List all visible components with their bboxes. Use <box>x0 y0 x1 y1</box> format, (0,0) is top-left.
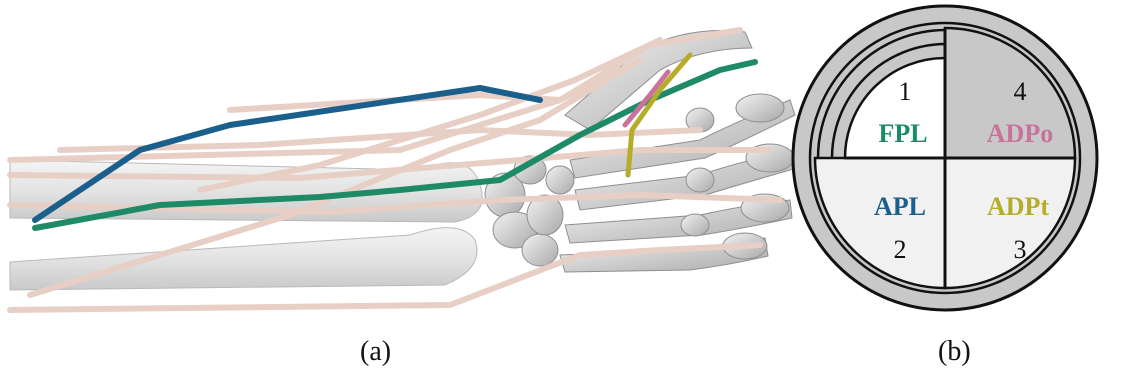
quadrant-2 <box>815 158 945 288</box>
quadrant-4-muscle: ADPo <box>987 119 1053 148</box>
knuckle <box>736 94 784 122</box>
quadrant-1-number: 1 <box>899 77 912 106</box>
quadrant-3-muscle: ADPt <box>987 192 1049 221</box>
carpal-bone <box>522 234 558 266</box>
panel-a-hand-model <box>10 30 797 310</box>
quadrant-2-number: 2 <box>894 235 907 264</box>
knuckle <box>681 214 709 236</box>
knuckle <box>686 168 714 192</box>
quadrant-3-number: 3 <box>1014 235 1027 264</box>
quadrant-1-muscle: FPL <box>878 119 927 148</box>
caption-panel-b: (b) <box>938 336 971 368</box>
carpal-bone <box>546 166 574 194</box>
quadrant-4-number: 4 <box>1014 77 1027 106</box>
caption-panel-a: (a) <box>360 336 391 368</box>
quadrant-2-muscle: APL <box>874 192 926 221</box>
panel-b-cross-section: 1 FPL 4 ADPo APL 2 ADPt 3 <box>793 6 1097 310</box>
quadrant-3 <box>945 158 1075 288</box>
